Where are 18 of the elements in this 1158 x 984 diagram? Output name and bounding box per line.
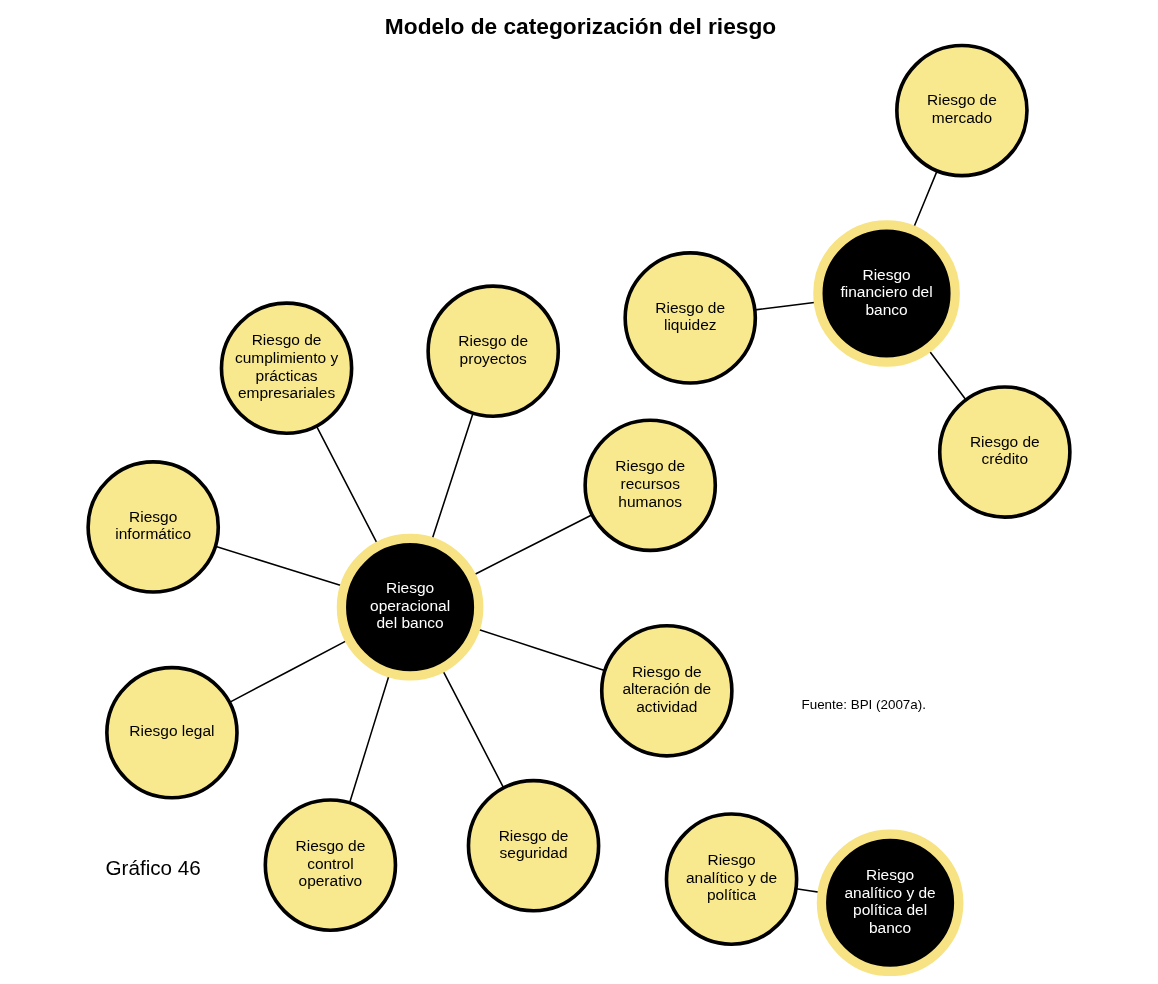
node-circle: Riesgo analítico y de política del banco	[816, 829, 964, 976]
node-circle: Riesgo operacional del banco	[336, 533, 484, 681]
node-circle: Riesgo de proyectos	[426, 284, 561, 419]
node-circle: Riesgo de cumplimiento y prácticas empresariales	[219, 301, 354, 436]
node-circle: Riesgo de mercado	[895, 43, 1029, 178]
node-circle: Riesgo de seguridad	[466, 778, 601, 913]
node-circle: Riesgo de control operativo	[263, 798, 398, 932]
caption: Fuente: BPI (2007a).	[801, 696, 926, 712]
node-circle: Riesgo analítico y de política	[664, 812, 799, 946]
label: Gráfico 46	[105, 856, 201, 880]
node-circle: Riesgo financiero del banco	[813, 220, 960, 367]
node-circle: Riesgo informático	[86, 460, 221, 594]
node-circle: Riesgo de alteración de actividad	[599, 623, 734, 758]
node-circle: Riesgo de recursos humanos	[583, 418, 718, 553]
node-circle: Riesgo legal	[105, 665, 239, 800]
node-circle: Riesgo de liquidez	[623, 251, 758, 385]
node-circle: Riesgo de crédito	[937, 385, 1072, 519]
diagram-title: Modelo de categorización del riesgo	[384, 12, 777, 39]
